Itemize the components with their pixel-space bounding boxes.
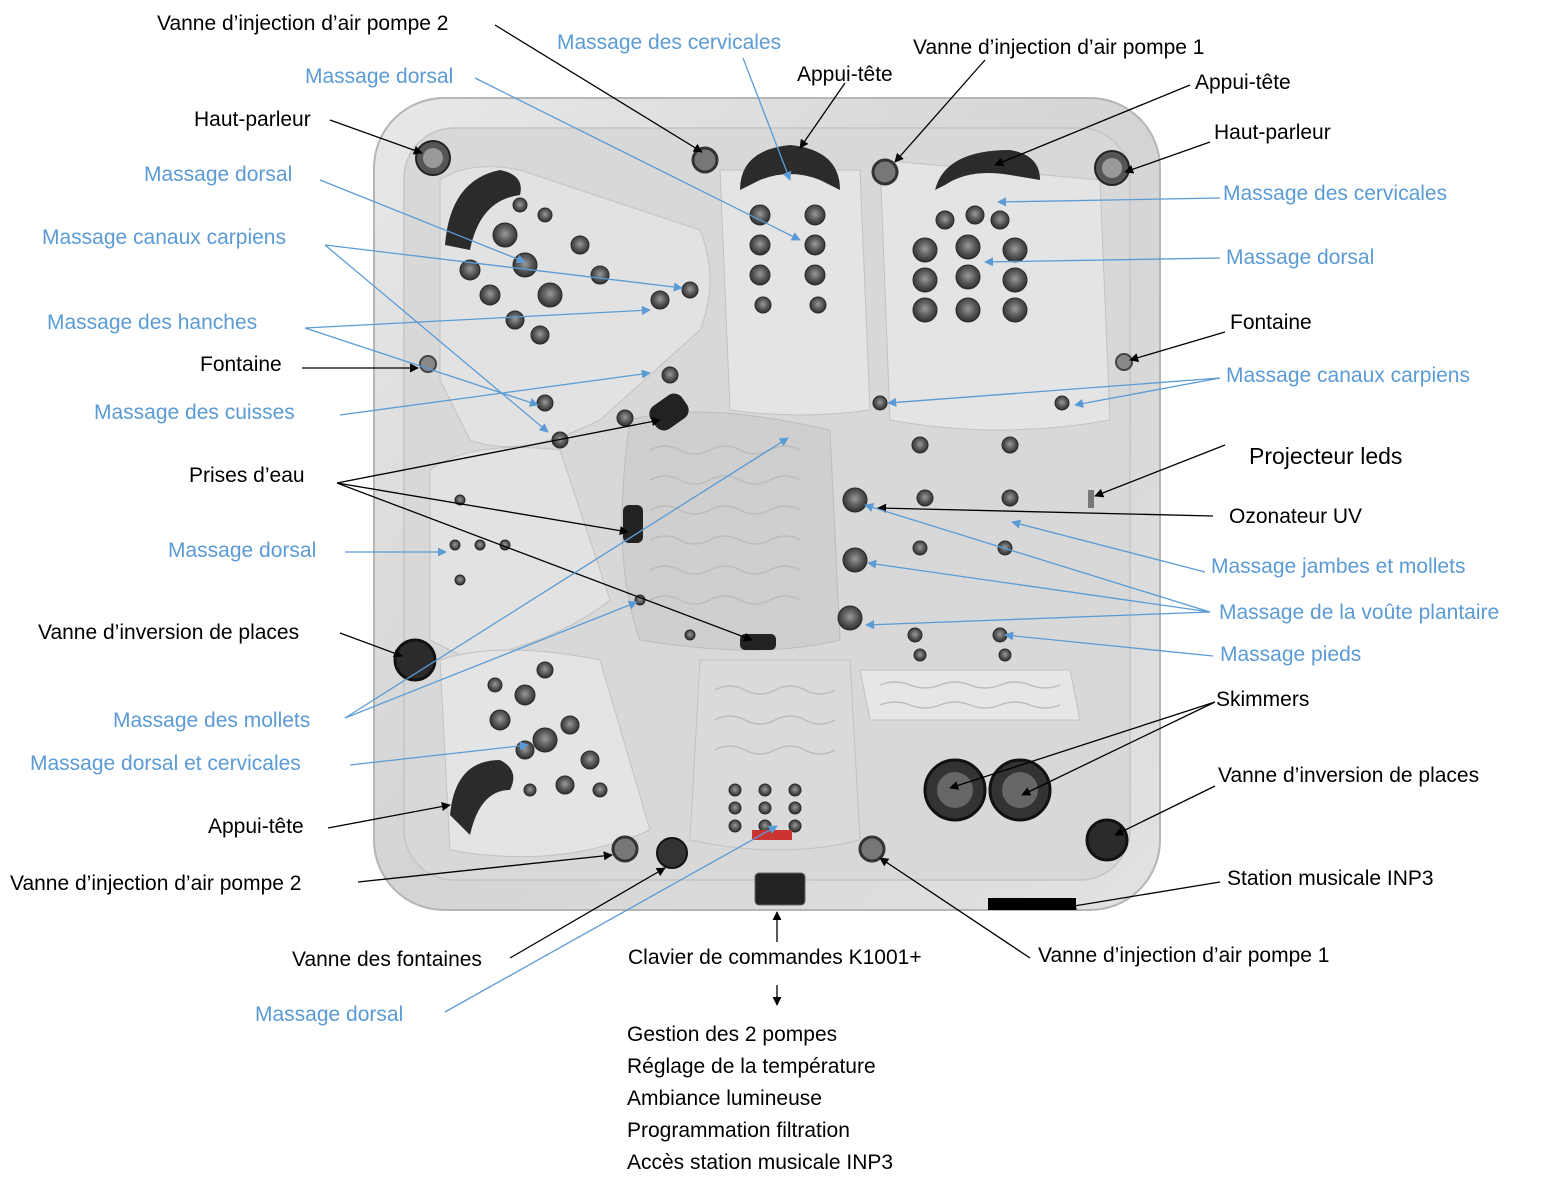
label-air-valve-p2-top: Vanne d’injection d’air pompe 2 <box>157 12 449 35</box>
label-dorsal-left-2: Massage dorsal <box>168 539 317 562</box>
label-carpal-right: Massage canaux carpiens <box>1226 364 1470 387</box>
label-cervical-top: Massage des cervicales <box>557 31 782 54</box>
fixtures <box>393 140 1133 910</box>
keypad-feature-item: Programmation filtration <box>627 1119 850 1142</box>
label-keypad: Clavier de commandes K1001+ <box>628 946 922 969</box>
label-air-valve-p1-bottom: Vanne d’injection d’air pompe 1 <box>1038 944 1330 967</box>
label-ozonator: Ozonateur UV <box>1229 505 1363 528</box>
label-fountain-left: Fontaine <box>200 353 282 376</box>
keypad-feature-item: Ambiance lumineuse <box>627 1087 822 1110</box>
label-dorsal-top: Massage dorsal <box>305 65 454 88</box>
label-air-valve-p2-bottom: Vanne d’injection d’air pompe 2 <box>10 872 302 895</box>
label-feet: Massage pieds <box>1220 643 1362 666</box>
label-air-valve-p1-top: Vanne d’injection d’air pompe 1 <box>913 36 1205 59</box>
keypad-feature-item: Accès station musicale INP3 <box>627 1151 894 1174</box>
blue-leaders <box>304 57 1221 1013</box>
label-skimmers: Skimmers <box>1216 688 1310 711</box>
jets <box>449 197 1070 833</box>
headrests <box>445 145 1040 835</box>
label-hips: Massage des hanches <box>47 311 258 334</box>
label-speaker-left: Haut-parleur <box>194 108 311 131</box>
label-dorsal-left-1: Massage dorsal <box>144 163 293 186</box>
label-carpal-left: Massage canaux carpiens <box>42 226 286 249</box>
label-headrest-bottom: Appui-tête <box>208 815 304 838</box>
label-led-projector: Projecteur leds <box>1249 443 1403 469</box>
label-headrest-top-right: Appui-tête <box>1195 71 1291 94</box>
label-fountain-right: Fontaine <box>1230 311 1312 334</box>
label-water-intakes: Prises d’eau <box>189 464 305 487</box>
label-fountain-valve: Vanne des fontaines <box>292 948 482 971</box>
keypad-feature-item: Gestion des 2 pompes <box>627 1023 838 1046</box>
label-dorsal-bottom: Massage dorsal <box>255 1003 404 1026</box>
label-speaker-right: Haut-parleur <box>1214 121 1331 144</box>
label-headrest-top-center: Appui-tête <box>797 63 893 86</box>
label-inversion-valve-left: Vanne d’inversion de places <box>38 621 300 644</box>
label-music-station: Station musicale INP3 <box>1227 867 1434 890</box>
label-thighs: Massage des cuisses <box>94 401 295 424</box>
keypad-feature-item: Réglage de la température <box>627 1055 876 1078</box>
label-cervical-right: Massage des cervicales <box>1223 182 1448 205</box>
label-calves: Massage des mollets <box>113 709 311 732</box>
black-leaders <box>302 24 1226 1006</box>
label-legs-calves: Massage jambes et mollets <box>1211 555 1466 578</box>
label-arch: Massage de la voûte plantaire <box>1219 601 1500 624</box>
keypad-feature-list: Gestion des 2 pompes Réglage de la tempé… <box>627 1019 893 1179</box>
label-inversion-valve-right: Vanne d’inversion de places <box>1218 764 1480 787</box>
label-dorsal-cervical: Massage dorsal et cervicales <box>30 752 301 775</box>
label-dorsal-right: Massage dorsal <box>1226 246 1375 269</box>
